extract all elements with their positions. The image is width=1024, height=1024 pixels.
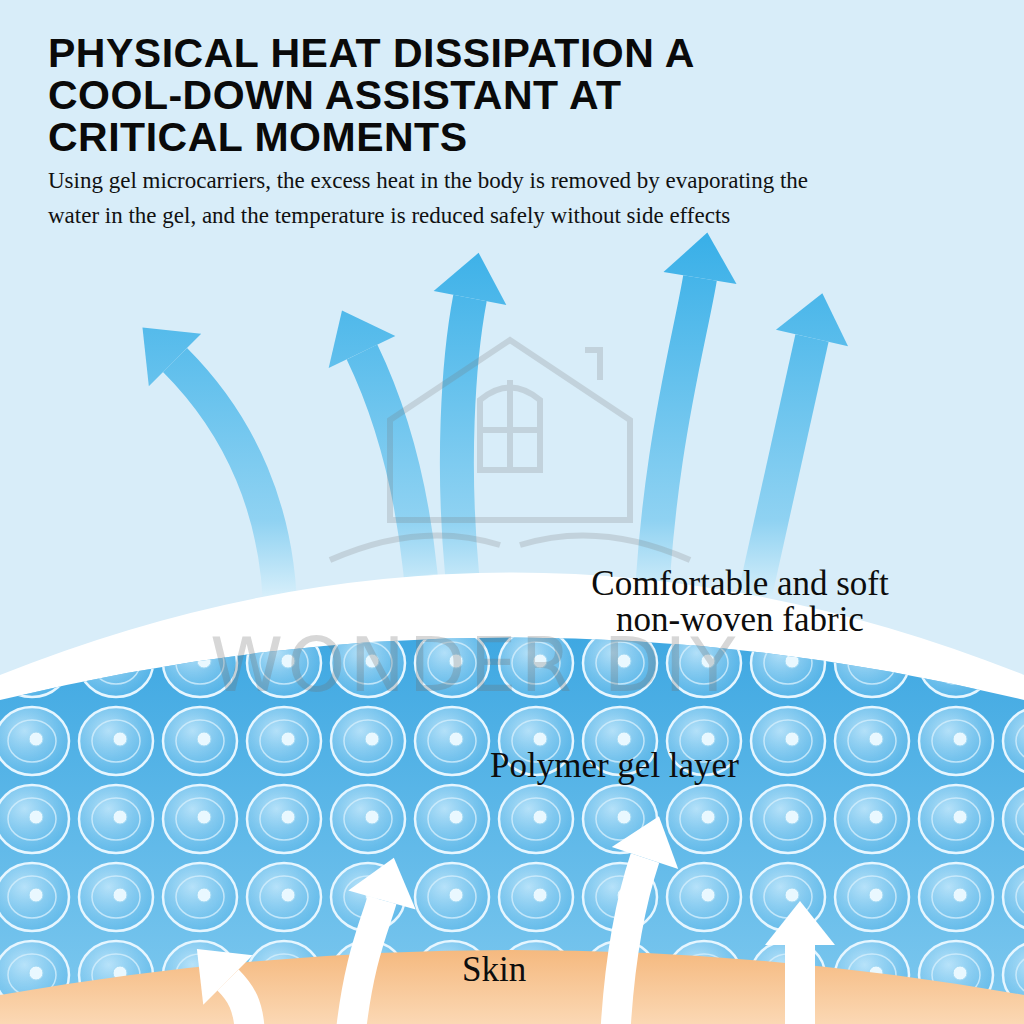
arrow-shaft: [615, 858, 645, 1024]
watermark-house: [330, 340, 690, 560]
arrow-head: [348, 858, 415, 910]
heading: PHYSICAL HEAT DISSIPATION A COOL-DOWN AS…: [48, 32, 748, 158]
layer-label: Polymer gel layer: [490, 748, 810, 784]
arrow-shaft: [350, 900, 382, 1024]
layer-label: Skin: [462, 952, 582, 988]
arrow-head: [142, 327, 201, 386]
arrow-head: [776, 293, 848, 346]
arrow-head: [197, 949, 253, 1005]
arrow-head: [434, 253, 507, 305]
arrow-shaft: [228, 980, 250, 1024]
description: Using gel microcarriers, the excess heat…: [48, 163, 818, 233]
body-heat-arrows: [197, 816, 835, 1024]
arrow-head: [612, 816, 678, 869]
arrow-head: [663, 233, 736, 284]
gel-bubbles: [0, 560, 1024, 1024]
skin-layer: [0, 950, 1024, 1024]
watermark: WONDER DIY: [210, 622, 850, 708]
arrow-shaft: [785, 945, 815, 1024]
arrow-head: [329, 311, 396, 369]
arrow-head: [765, 901, 835, 945]
